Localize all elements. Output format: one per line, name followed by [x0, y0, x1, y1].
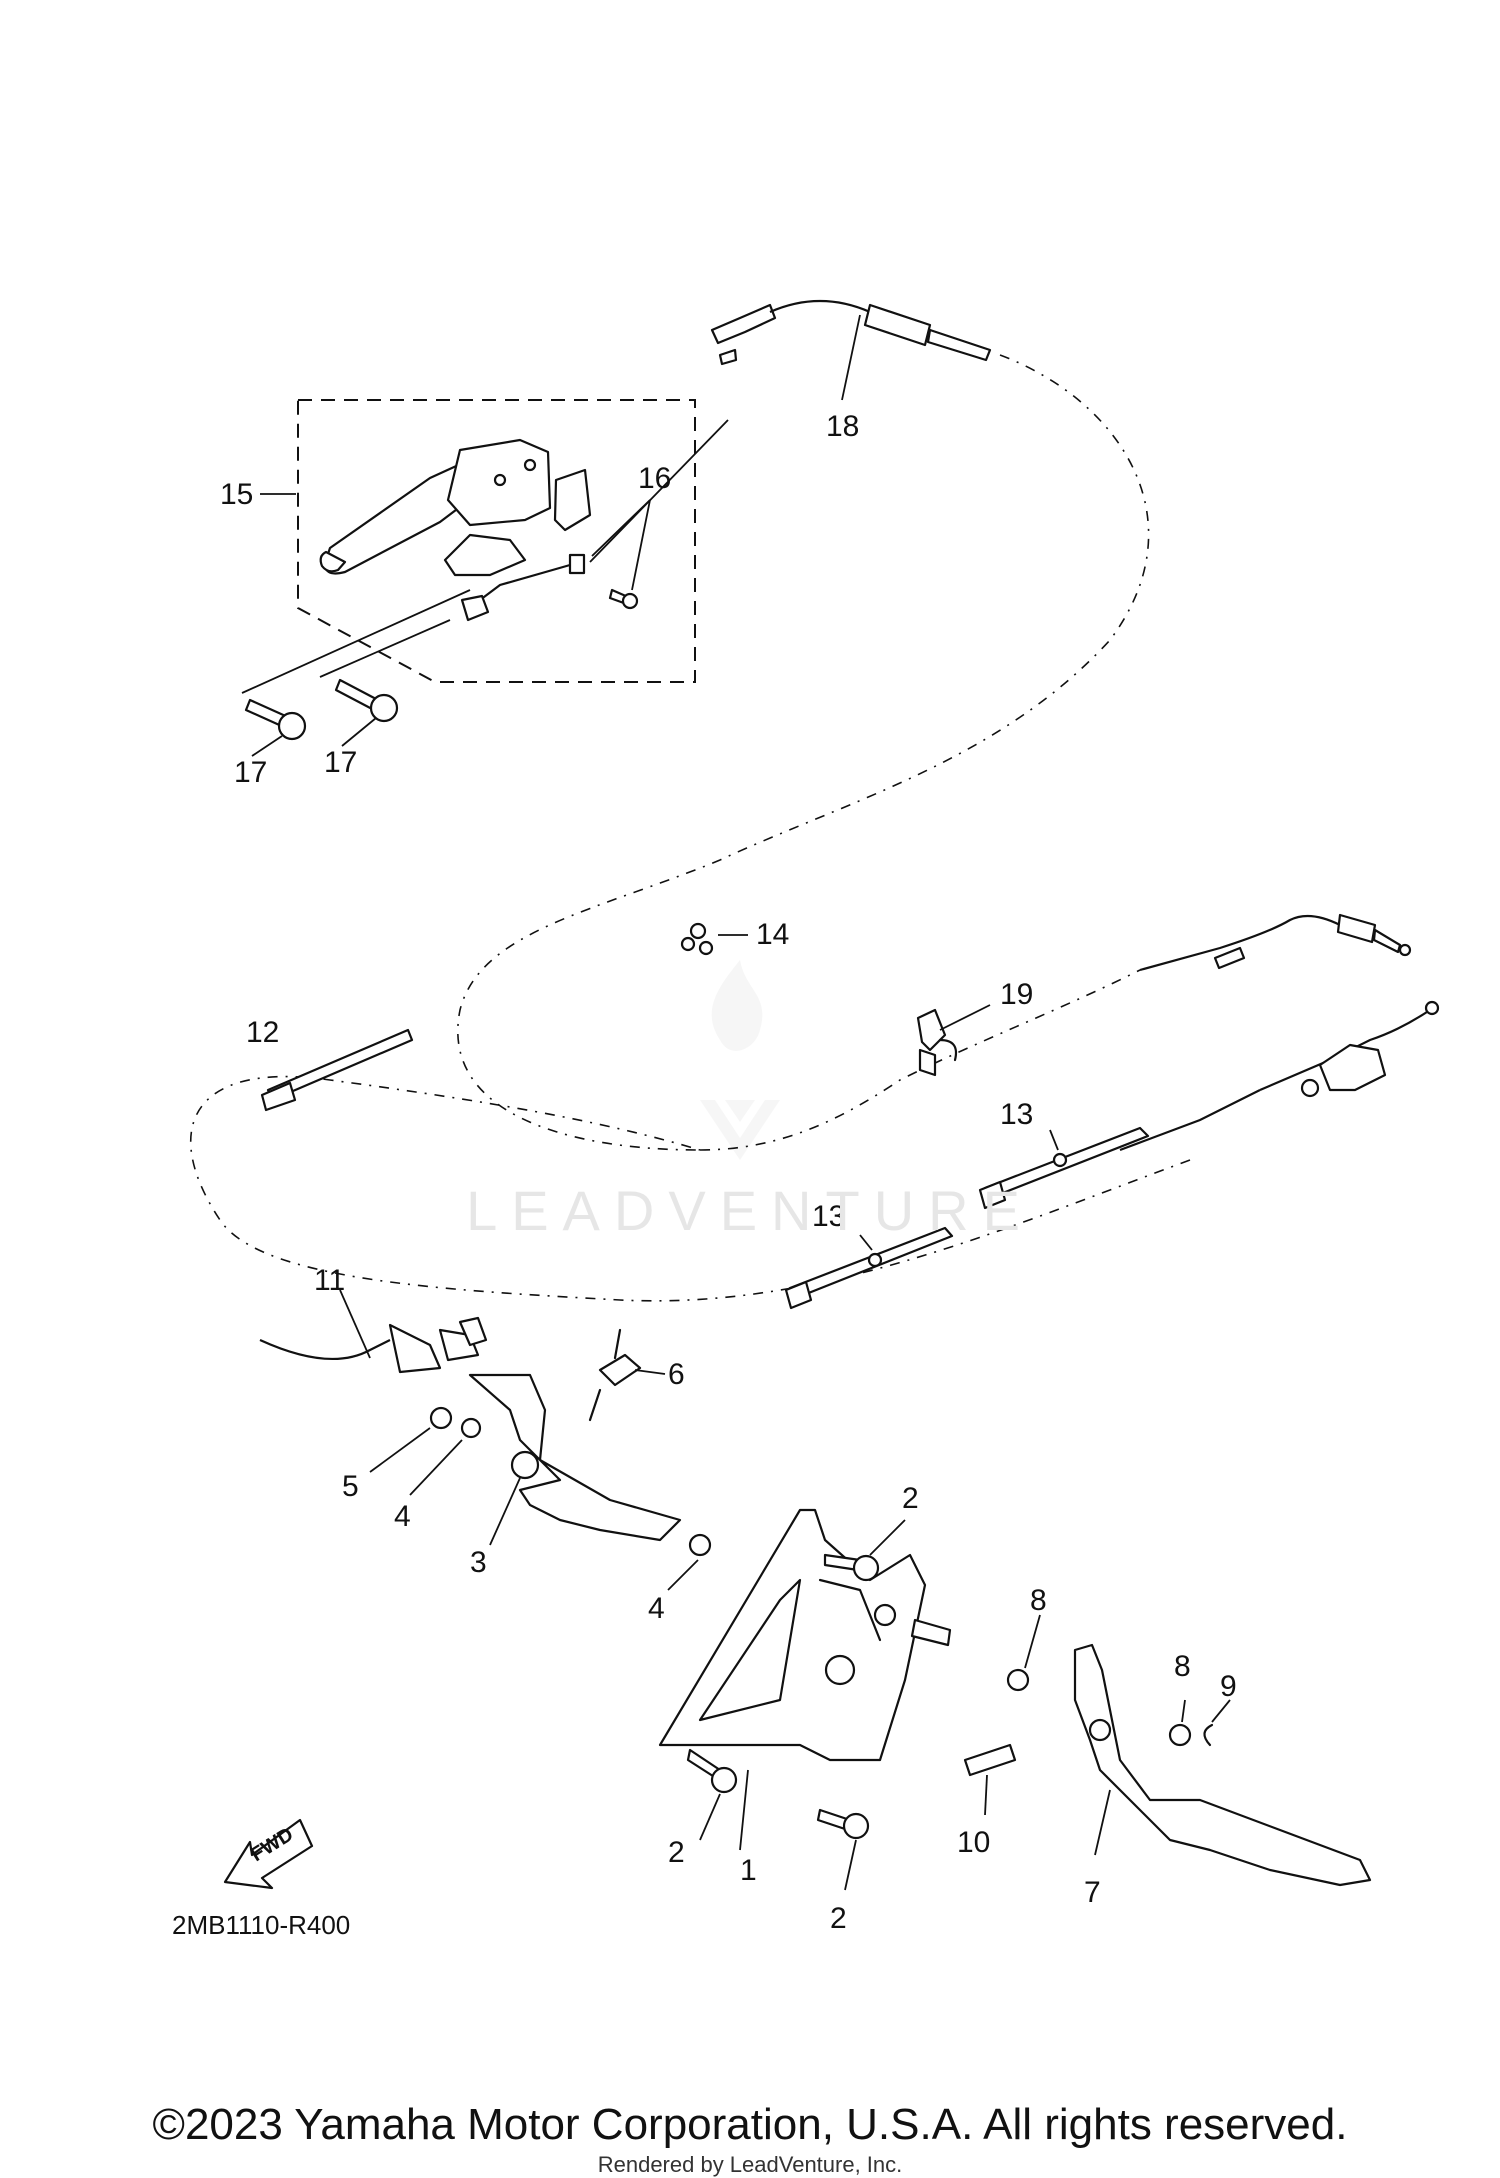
cable-tie-12 [260, 1028, 414, 1112]
clamp-14 [680, 922, 714, 956]
washers-8-9 [1006, 1668, 1214, 1747]
copyright-text: ©2023 Yamaha Motor Corporation, U.S.A. A… [152, 2100, 1348, 2149]
washers-4-5 [429, 1406, 712, 1557]
callout-4: 4 [648, 1592, 665, 1625]
callout-18: 18 [826, 410, 859, 443]
brake-switch-16 [460, 553, 639, 622]
cable-11 [189, 913, 1440, 1374]
assembly-boundary-15 [297, 399, 696, 683]
bolts-2 [686, 1553, 880, 1840]
callout-19: 19 [1000, 978, 1033, 1011]
callout-8: 8 [1174, 1650, 1191, 1683]
pivot-shaft [910, 1618, 952, 1647]
cable-tie-13-lower [784, 1226, 954, 1310]
callout-4: 4 [394, 1500, 411, 1533]
callout-2: 2 [668, 1836, 685, 1869]
watermark-text: LEADVENTURE [466, 1179, 1034, 1242]
pedal-7 [1073, 1643, 1372, 1887]
callout-2: 2 [830, 1902, 847, 1935]
rendered-by-text: Rendered by LeadVenture, Inc. [597, 2152, 903, 2177]
callout-17: 17 [324, 746, 357, 779]
spring-10 [963, 1743, 1017, 1777]
callout-6: 6 [668, 1358, 685, 1391]
cable-18 [457, 299, 1150, 1151]
spring-6 [588, 1328, 642, 1422]
parking-brake-lever [319, 438, 592, 577]
callout-2: 2 [902, 1482, 919, 1515]
callout-12: 12 [246, 1016, 279, 1049]
bolt-17-right [334, 678, 399, 723]
callout-8: 8 [1030, 1584, 1047, 1617]
diagram-code: 2MB1110-R400 [172, 1910, 350, 1940]
callout-13: 13 [812, 1200, 845, 1233]
watermark-logo [700, 960, 780, 1160]
callout-17: 17 [234, 756, 267, 789]
callout-15: 15 [220, 478, 253, 511]
callout-16: 16 [638, 462, 671, 495]
bolt-17-left [244, 698, 307, 741]
callout-3: 3 [470, 1546, 487, 1579]
callout-13: 13 [1000, 1098, 1033, 1131]
callout-10: 10 [957, 1826, 990, 1859]
bracket-3 [468, 1373, 682, 1542]
clip-19 [916, 1008, 958, 1077]
callout-14: 14 [756, 918, 789, 951]
fwd-arrow-icon [223, 1818, 314, 1890]
callout-11: 11 [314, 1264, 345, 1297]
callout-5: 5 [342, 1470, 359, 1503]
callout-9: 9 [1220, 1670, 1237, 1703]
cable-tie-13-upper [978, 1126, 1150, 1210]
callout-1: 1 [740, 1854, 757, 1887]
callout-7: 7 [1084, 1876, 1101, 1909]
